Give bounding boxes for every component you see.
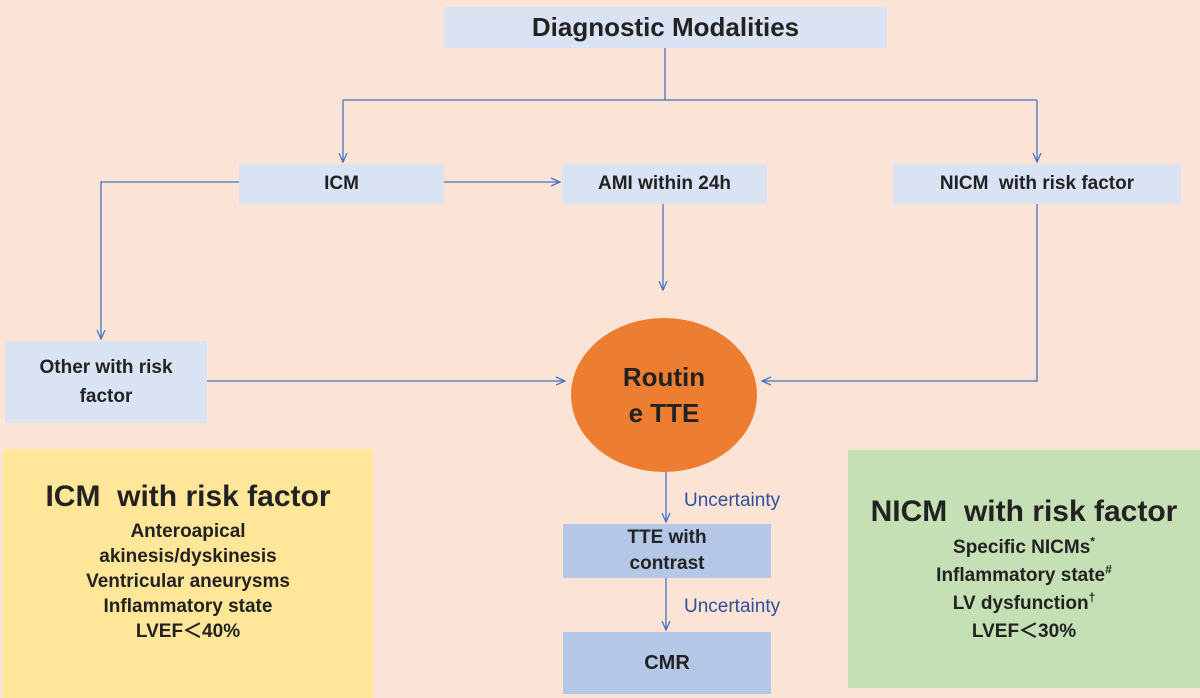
- nicm-risk-item-text: Inflammatory state: [936, 565, 1106, 586]
- tte-contrast-node: TTE with contrast: [563, 524, 771, 578]
- tte-contrast-line2: contrast: [629, 553, 705, 574]
- nicm-risk-item: LV dysfunction†: [848, 590, 1200, 618]
- routine-tte-line1: Routin: [622, 362, 706, 392]
- icm-risk-title: ICM with risk factor: [45, 480, 331, 513]
- nicm-risk-item-mark: #: [1105, 562, 1112, 577]
- routine-tte-node: Routin e TTE: [571, 318, 757, 472]
- arrow-nicm-to-tte: [762, 204, 1038, 381]
- nicm-risk-item: Specific NICMs*: [848, 534, 1200, 562]
- icm-risk-item: Ventricular aneurysms: [86, 571, 290, 592]
- icm-risk-item: Inflammatory state: [103, 596, 273, 617]
- nicm-risk-item: Inflammatory state#: [848, 562, 1200, 590]
- icm-risk-panel: ICM with risk factor Anteroapical akines…: [3, 449, 373, 698]
- icm-node: ICM: [239, 164, 444, 204]
- nicm-risk-item-text: Specific NICMs: [953, 537, 1091, 558]
- ami-node: AMI within 24h: [562, 164, 767, 204]
- nicm-risk-panel: NICM with risk factor Specific NICMs* In…: [848, 450, 1200, 688]
- other-risk-node: Other with risk factor: [5, 341, 207, 423]
- arrow-icm-to-other: [101, 181, 239, 339]
- diagnostic-modalities-title: Diagnostic Modalities: [444, 7, 887, 48]
- nicm-risk-item-mark: †: [1088, 590, 1096, 605]
- cmr-node: CMR: [563, 632, 771, 694]
- nicm-risk-item-text: LV dysfunction: [952, 593, 1089, 614]
- routine-tte-line2: e TTE: [628, 398, 700, 428]
- nicm-node: NICM with risk factor: [893, 164, 1181, 204]
- icm-risk-item: akinesis/dyskinesis: [99, 546, 277, 567]
- nicm-risk-item-mark: *: [1090, 534, 1095, 549]
- uncertainty-label-2: Uncertainty: [684, 596, 781, 617]
- arrow-to-icm: [343, 99, 1037, 162]
- tte-contrast-line1: TTE with: [627, 527, 707, 548]
- nicm-risk-item: LVEF＜30%: [848, 618, 1200, 646]
- nicm-risk-title: NICM with risk factor: [870, 495, 1178, 528]
- icm-risk-item: LVEF＜40%: [135, 621, 241, 642]
- uncertainty-label-1: Uncertainty: [684, 490, 781, 511]
- nicm-risk-item-text: LVEF＜30%: [971, 621, 1077, 642]
- icm-risk-item: Anteroapical: [130, 521, 246, 542]
